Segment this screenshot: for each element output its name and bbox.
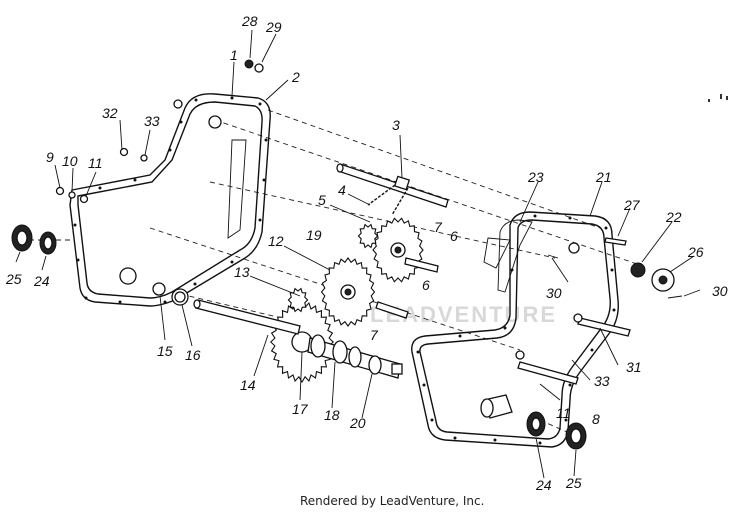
- callout-24a: 24: [33, 273, 50, 289]
- callout-3: 3: [392, 117, 400, 133]
- callout-8: 8: [592, 411, 600, 427]
- callout-29: 29: [265, 19, 282, 35]
- upper-sprocket: [372, 217, 424, 283]
- callout-33b: 33: [594, 373, 610, 389]
- callout-28: 28: [241, 13, 258, 29]
- right-hardware: [517, 237, 683, 385]
- callout-9: 9: [46, 149, 54, 165]
- top-nut-set: [244, 59, 264, 73]
- callout-19: 19: [306, 227, 322, 243]
- callout-6b: 6: [422, 277, 430, 293]
- callout-6a: 6: [450, 228, 458, 244]
- upper-shaft: [336, 163, 449, 208]
- callout-30b: 30: [712, 283, 728, 299]
- lower-axle: [193, 299, 301, 335]
- right-seal-assembly: [526, 411, 587, 450]
- callout-13: 13: [234, 264, 250, 280]
- callout-labels: 1 2 3 4 5 6 6 7 7 8 9 10 11 11 12 13 14 …: [5, 13, 728, 493]
- callout-1: 1: [230, 47, 238, 63]
- callout-30a: 30: [546, 285, 562, 301]
- left-chain-case-housing: [69, 93, 271, 307]
- callout-2: 2: [291, 69, 300, 85]
- callout-15: 15: [157, 343, 173, 359]
- callout-5: 5: [318, 192, 326, 208]
- callout-11a: 11: [88, 155, 103, 171]
- callout-23: 23: [527, 169, 544, 185]
- short-shaft-lower: [375, 301, 409, 319]
- callout-10: 10: [62, 153, 78, 169]
- short-shaft-upper: [404, 257, 439, 273]
- callout-17: 17: [292, 401, 309, 417]
- assembly-guide-lines: [20, 109, 641, 441]
- lower-bearing-boss: [119, 267, 137, 285]
- callout-7a: 7: [434, 219, 443, 235]
- left-seal-assembly: [11, 224, 57, 255]
- callout-32: 32: [102, 105, 118, 121]
- middle-sprocket: [320, 257, 376, 327]
- leader-lines: [15, 29, 701, 479]
- left-hardware: [55, 147, 189, 306]
- callout-18: 18: [324, 407, 340, 423]
- callout-16: 16: [185, 347, 201, 363]
- callout-25a: 25: [5, 271, 22, 287]
- callout-14: 14: [240, 377, 256, 393]
- callout-26: 26: [687, 244, 704, 260]
- callout-33a: 33: [144, 113, 160, 129]
- small-sprocket-19: [357, 223, 379, 249]
- upper-bearing-boss: [208, 115, 222, 129]
- callout-21: 21: [595, 169, 612, 185]
- render-credit: Rendered by LeadVenture, Inc.: [300, 494, 484, 508]
- callout-7b: 7: [370, 327, 379, 343]
- small-sprocket-13: [287, 287, 309, 313]
- callout-22: 22: [665, 209, 682, 225]
- gasket: [497, 219, 533, 293]
- callout-27: 27: [623, 197, 641, 213]
- callout-24b: 24: [535, 477, 552, 493]
- drive-shaft-assembly: [307, 334, 403, 379]
- scan-marks: [708, 94, 728, 102]
- callout-20: 20: [349, 415, 366, 431]
- right-chain-case-housing: [411, 211, 619, 448]
- callout-12: 12: [268, 233, 284, 249]
- drive-chain: [367, 184, 409, 216]
- callout-11b: 11: [556, 405, 571, 421]
- callout-31: 31: [626, 359, 642, 375]
- callout-25b: 25: [565, 475, 582, 491]
- callout-4: 4: [338, 182, 346, 198]
